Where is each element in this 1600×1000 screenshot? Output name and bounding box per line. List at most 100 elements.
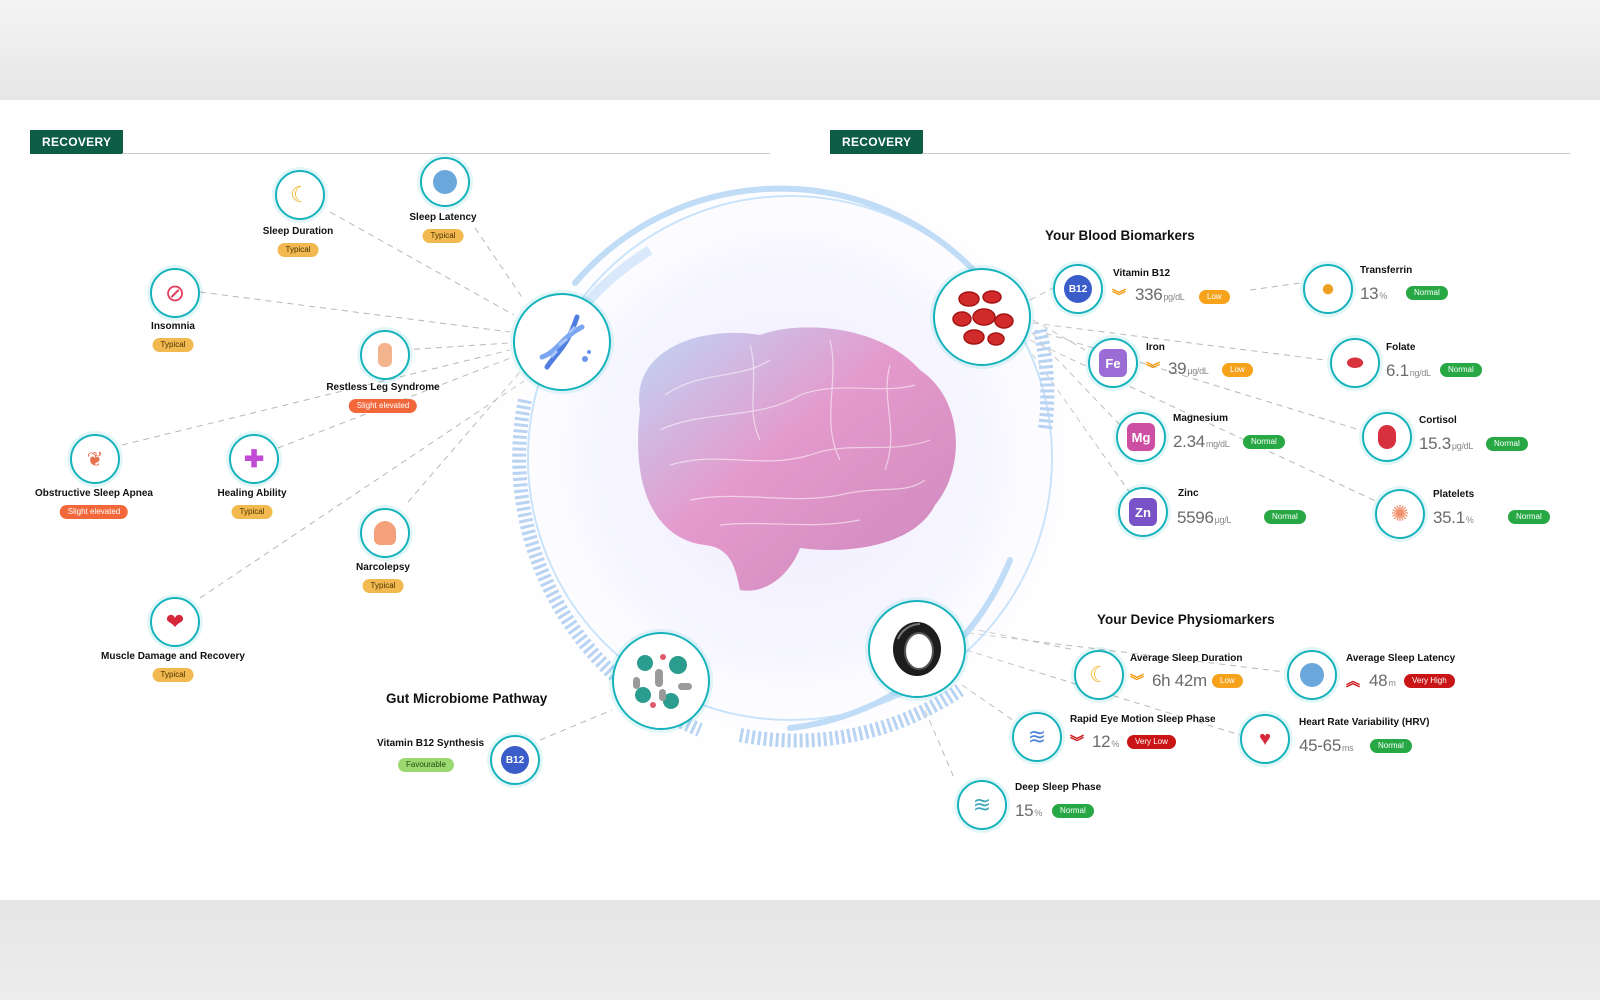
sleep-duration-node[interactable]: ☾: [275, 170, 325, 220]
rem-sleep-node[interactable]: ≋: [1012, 712, 1062, 762]
cortisol-status: Normal: [1486, 437, 1528, 451]
vitamin-b12-status: Low: [1199, 290, 1230, 304]
b12-synthesis-status: Favourable: [397, 758, 455, 772]
dna-icon: [539, 314, 591, 370]
healing-ability-label: Healing Ability: [217, 488, 287, 499]
magnesium-node[interactable]: Mg: [1116, 412, 1166, 462]
avg-sleep-latency-label: Average Sleep Latency: [1346, 653, 1456, 664]
right-section-tag: RECOVERY: [830, 130, 924, 154]
narcolepsy-label: Narcolepsy: [356, 562, 410, 573]
hrv-label: Heart Rate Variability (HRV): [1299, 717, 1430, 728]
blood-biomarkers-title: Your Blood Biomarkers: [1045, 228, 1195, 243]
zinc-label: Zinc: [1178, 488, 1199, 499]
transferrin-node[interactable]: ●: [1303, 264, 1353, 314]
folate-label: Folate: [1386, 342, 1416, 353]
zinc-node[interactable]: Zn: [1118, 487, 1168, 537]
bacteria-icon: [633, 654, 692, 709]
deep-sleep-label: Deep Sleep Phase: [1015, 782, 1102, 793]
insomnia-node[interactable]: ⊘: [150, 268, 200, 318]
top-background-band: [0, 0, 1600, 100]
device-hub-node[interactable]: [868, 600, 966, 698]
left-section-rule: [122, 153, 770, 154]
magnesium-status: Normal: [1243, 435, 1285, 449]
sleep-latency-label: Sleep Latency: [409, 212, 477, 223]
leg-icon: [378, 343, 392, 367]
microbiome-hub-node[interactable]: [612, 632, 710, 730]
avg-sleep-duration-label: Average Sleep Duration: [1130, 653, 1243, 664]
iron-element-icon: Fe: [1099, 349, 1127, 377]
b12-synthesis-node[interactable]: B12: [490, 735, 540, 785]
blood-hub-node[interactable]: [933, 268, 1031, 366]
iron-node[interactable]: Fe: [1088, 338, 1138, 388]
hrv-value: 45-65ms: [1299, 736, 1354, 755]
zinc-value: 5596μg/L: [1177, 508, 1232, 527]
avg-sleep-latency-status: Very High: [1404, 674, 1455, 688]
sleep-apnea-status: Slight elevated: [59, 505, 129, 519]
red-blood-cells-icon: [952, 290, 1014, 346]
rem-sleep-status: Very Low: [1127, 735, 1176, 749]
chevron-down-icon: ︾: [1146, 361, 1160, 377]
avg-sleep-duration-status: Low: [1212, 674, 1243, 688]
wave-icon: ≋: [1027, 724, 1047, 749]
gut-pathway-title: Gut Microbiome Pathway: [386, 691, 548, 706]
transferrin-status: Normal: [1406, 286, 1448, 300]
device-physiomarkers-title: Your Device Physiomarkers: [1097, 612, 1275, 627]
zinc-status: Normal: [1264, 510, 1306, 524]
moon-icon: ☾: [290, 182, 310, 207]
drop-icon: ●: [1320, 275, 1336, 302]
vitamin-b12-label: Vitamin B12: [1113, 268, 1171, 279]
platelets-node[interactable]: ✺: [1375, 489, 1425, 539]
brain-head-icon: [374, 521, 396, 545]
healing-ability-node[interactable]: ✚: [229, 434, 279, 484]
iron-value: 39μg/dL: [1168, 359, 1209, 378]
sleep-apnea-node[interactable]: ❦: [70, 434, 120, 484]
moon-icon: ☾: [1089, 662, 1109, 687]
avg-sleep-latency-node[interactable]: [1287, 650, 1337, 700]
narcolepsy-node[interactable]: [360, 508, 410, 558]
cortisol-node[interactable]: [1362, 412, 1412, 462]
iron-status: Low: [1222, 363, 1253, 377]
cortisol-value: 15.3μg/dL: [1419, 434, 1474, 453]
stopwatch-icon: [1300, 663, 1324, 687]
vitamin-b12-node[interactable]: B12: [1053, 264, 1103, 314]
sleep-latency-node[interactable]: [420, 157, 470, 207]
insomnia-status: Typical: [152, 338, 194, 352]
stopwatch-icon: [433, 170, 457, 194]
red-cells-icon: ⬬: [1346, 351, 1364, 374]
smart-ring-icon: [893, 622, 941, 676]
dna-hub-node[interactable]: [513, 293, 611, 391]
platelet-icon: ✺: [1390, 501, 1410, 526]
b12-synthesis-label: Vitamin B12 Synthesis: [377, 738, 485, 749]
magnesium-value: 2.34mg/dL: [1173, 432, 1230, 451]
muscle-damage-node[interactable]: ❤: [150, 597, 200, 647]
no-sleep-icon: ⊘: [164, 279, 186, 307]
magnesium-label: Magnesium: [1173, 413, 1229, 424]
wave-icon: ≋: [972, 792, 992, 817]
folate-node[interactable]: ⬬: [1330, 338, 1380, 388]
zinc-element-icon: Zn: [1129, 498, 1157, 526]
restless-leg-node[interactable]: [360, 330, 410, 380]
cortisol-label: Cortisol: [1419, 415, 1457, 426]
muscle-damage-label: Muscle Damage and Recovery: [101, 651, 245, 662]
b12-icon: B12: [501, 746, 529, 774]
iron-label: Iron: [1146, 342, 1165, 353]
sleep-duration-label: Sleep Duration: [262, 226, 334, 237]
brain-illustration: [638, 327, 956, 591]
platelets-label: Platelets: [1433, 489, 1475, 500]
chevron-down-icon: ︾: [1130, 673, 1144, 689]
narcolepsy-status: Typical: [362, 579, 404, 593]
healing-icon: ✚: [243, 445, 265, 473]
deep-sleep-node[interactable]: ≋: [957, 780, 1007, 830]
transferrin-label: Transferrin: [1360, 265, 1413, 276]
transferrin-value: 13%: [1360, 284, 1388, 303]
avg-sleep-duration-node[interactable]: ☾: [1074, 650, 1124, 700]
deep-sleep-status: Normal: [1052, 804, 1094, 818]
restless-leg-status: Slight elevated: [348, 399, 418, 413]
right-section-rule: [922, 153, 1570, 154]
b12-drop-icon: B12: [1064, 275, 1092, 303]
vitamin-b12-value: 336pg/dL: [1135, 285, 1185, 304]
muscle-icon: ❤: [165, 609, 185, 634]
magnesium-element-icon: Mg: [1127, 423, 1155, 451]
hrv-node[interactable]: ♥: [1240, 714, 1290, 764]
